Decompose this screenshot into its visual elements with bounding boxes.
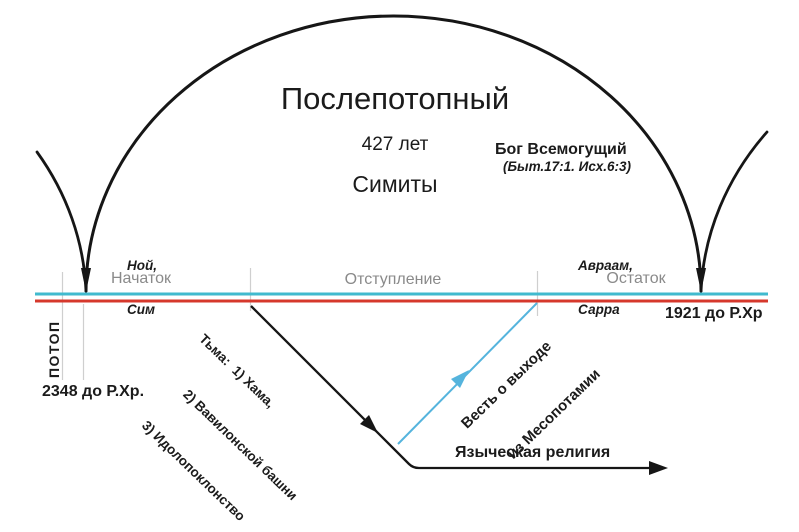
right-figures-line1: Авраам, [578,258,633,273]
era-title: Послепотопный [280,81,510,116]
start-date-label: 2348 до Р.Хр. [42,383,145,400]
message-arrowhead [451,370,469,388]
era-people: Симиты [352,171,438,197]
flood-label: ПОТОП [46,320,62,378]
previous-era-arc-tail [35,150,88,293]
flood-arc-tip [81,268,91,292]
left-figures-line1: Ной, [127,258,157,273]
abraham-arc-tip [696,268,706,292]
section-label-nachatok: Начаток [110,270,172,287]
right-figures-line2: Сарра [578,301,620,317]
next-era-arc-tail [699,130,769,293]
era-duration: 427 лет [361,134,429,155]
left-figures-label: Ной, Сим [127,230,157,346]
end-date-label: 1921 до Р.Хр [665,305,763,322]
god-name-label: Бог Всемогущий [495,141,627,158]
darkness-branch-line [250,305,651,470]
darkness-arrowhead [360,415,378,433]
left-figures-line2: Сим [127,301,155,317]
right-figures-label: Авраам, Сарра [578,230,633,346]
god-scripture-reference: (Быт.17:1. Исх.6:3) [503,159,631,174]
section-label-ostatok: Остаток [606,270,666,287]
main-era-arc [84,14,703,293]
message-branch-line [397,302,538,445]
section-label-otstuplenie: Отступление [344,271,442,288]
pagan-religion-arrowhead [649,461,668,475]
pagan-religion-label: Языческая религия [455,444,611,461]
